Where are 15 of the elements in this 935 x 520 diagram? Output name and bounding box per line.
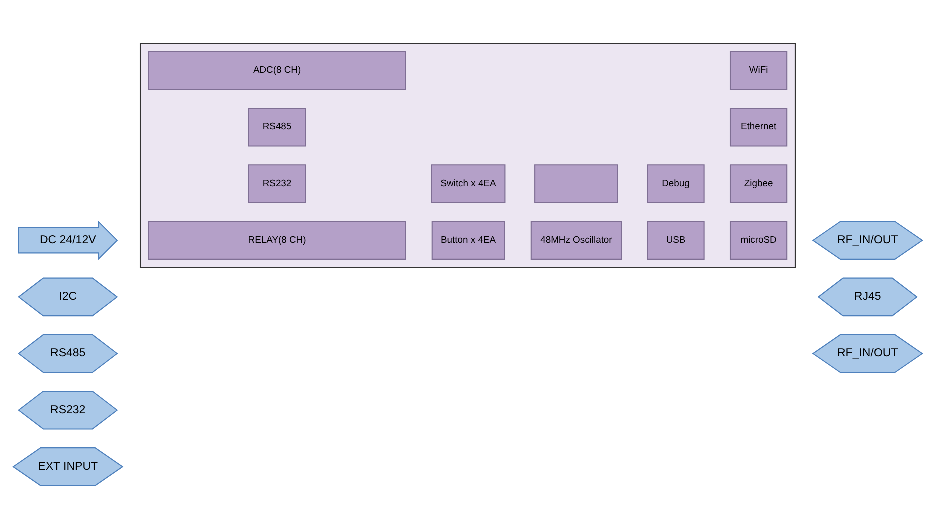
node-box: Button x 4EA <box>431 220 505 260</box>
node-box: ADC(8 CH) <box>148 50 406 90</box>
node-box: Debug <box>646 164 704 203</box>
node-box: Ethernet <box>729 108 788 146</box>
node-box: 48MHz Oscillator <box>530 220 622 260</box>
node-box <box>534 164 618 203</box>
node-box: Zigbee <box>729 164 788 203</box>
node-box: microSD <box>729 220 788 260</box>
node-box: Switch x 4EA <box>430 164 506 203</box>
node-box: RELAY(8 CH) <box>148 220 406 260</box>
node-box: RS232 <box>248 164 306 203</box>
node-box: RS485 <box>248 108 306 146</box>
node-box: USB <box>646 220 704 260</box>
cluster <box>139 42 796 268</box>
node-box: WiFi <box>729 50 788 90</box>
